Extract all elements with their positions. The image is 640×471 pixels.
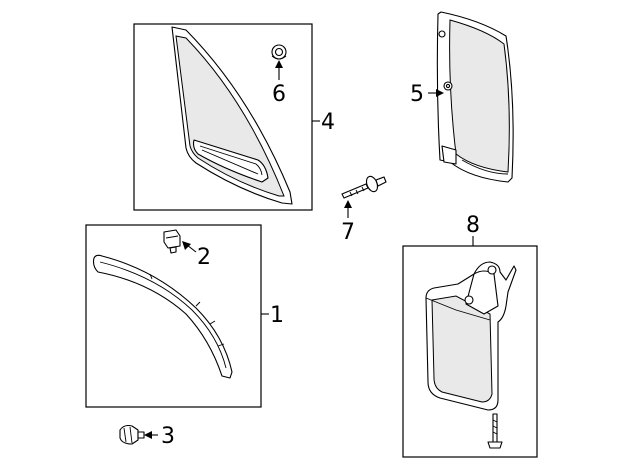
push-pin-7: [341, 175, 387, 199]
mud-flap: [425, 261, 517, 411]
arrow-5: [436, 89, 444, 97]
wheel-arch-molding: [92, 254, 233, 379]
group-4-box: [133, 23, 313, 211]
group-8: 8: [402, 213, 538, 458]
grommet-6: [271, 44, 287, 60]
clip-2: [163, 229, 181, 254]
group-4: 6 4: [133, 23, 335, 211]
group-8-box: [402, 245, 538, 458]
callout-8: 8: [466, 213, 480, 238]
arrow-7: [344, 200, 352, 208]
pillar-trim-5: [436, 11, 514, 183]
callout-2: 2: [197, 245, 211, 270]
callout-6: 6: [272, 82, 286, 107]
mud-flap-screw: [487, 413, 503, 449]
callout-5: 5: [410, 82, 424, 107]
callout-4: 4: [321, 110, 335, 135]
callout-7: 7: [341, 220, 355, 245]
arrow-2: [182, 241, 191, 250]
group-1: 2 1: [85, 224, 284, 408]
arrow-6: [275, 60, 283, 68]
callout-3: 3: [161, 424, 175, 449]
clip-3: [119, 424, 145, 445]
quarter-trim-panel: [171, 26, 293, 205]
group-1-box: [85, 224, 262, 408]
callout-1: 1: [270, 303, 284, 328]
arrow-3: [144, 431, 152, 439]
